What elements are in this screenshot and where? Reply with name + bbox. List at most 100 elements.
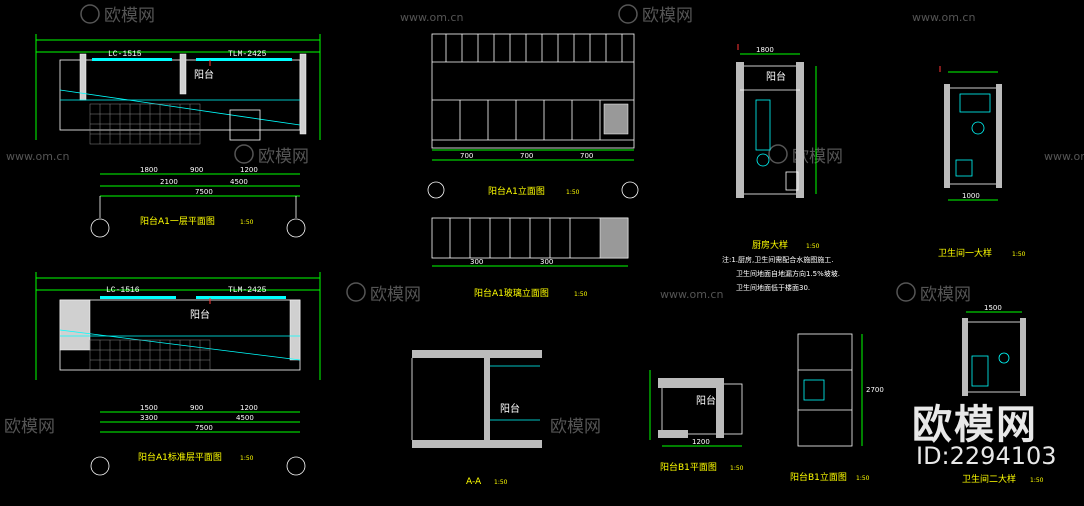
- watermark-url: www.om.cn: [1044, 150, 1084, 163]
- watermark-url: www.om.cn: [660, 288, 723, 301]
- title-bath1: 卫生间一大样: [938, 247, 992, 259]
- dim-4500: 4500: [236, 414, 254, 422]
- drawing-bathroom2-detail: 1500 卫生间二大样 1:50: [962, 304, 1044, 485]
- dim-300: 300: [470, 258, 483, 266]
- drawing-section-aa: 阳台 A-A 1:50: [411, 350, 542, 487]
- drawing-bathroom1-detail: 1000 卫生间一大样 1:50: [938, 71, 1026, 259]
- kitchen-note-2: 卫生间地面自地漏方向1.5%坡坡.: [736, 269, 840, 278]
- section-marks: [209, 44, 941, 304]
- title-a1-glass: 阳台A1玻璃立面图: [474, 287, 549, 299]
- watermark-brand: 欧模网: [792, 147, 843, 167]
- drawing-a1-standard-plan: LC-1516 TLM-2425 阳台 1500 900 1200 3300 4…: [35, 272, 321, 476]
- dim-1000: 1000: [962, 192, 980, 200]
- dim-1800: 1800: [756, 46, 774, 54]
- dim-2100: 2100: [160, 178, 178, 186]
- title-a1-standard: 阳台A1标准层平面图: [138, 451, 222, 463]
- dim-1200: 1200: [240, 404, 258, 412]
- tag-tlm2425: TLM-2425: [228, 50, 267, 59]
- scale-bath2: 1:50: [1030, 477, 1044, 484]
- title-section-aa: A-A: [466, 477, 482, 487]
- dim-1500: 1500: [984, 304, 1002, 312]
- dim-7500: 7500: [195, 188, 213, 196]
- watermark-url: www.om.cn: [6, 150, 69, 163]
- watermark-brand: 欧模网: [4, 417, 55, 437]
- room-label-balcony: 阳台: [500, 402, 520, 415]
- watermark-brand: 欧模网: [258, 147, 309, 167]
- watermark-brand: 欧模网: [370, 285, 421, 305]
- room-label-balcony: 阳台: [190, 308, 210, 321]
- title-a1-floor1: 阳台A1一层平面图: [140, 215, 215, 227]
- watermark-id: ID:2294103: [916, 442, 1057, 470]
- watermark-brand: 欧模网: [104, 6, 155, 26]
- dim-1200: 1200: [240, 166, 258, 174]
- scale-a1-elev: 1:50: [566, 189, 580, 196]
- watermark-brand-large: 欧模网: [912, 402, 1038, 448]
- bathtub-icon: [971, 355, 989, 387]
- watermark-logo-icon: [618, 4, 638, 24]
- axis-bubble-icon: [90, 218, 110, 238]
- watermark-brand: 欧模网: [642, 6, 693, 26]
- dim-2700: 2700: [866, 386, 884, 394]
- watermark-brand: 欧模网: [920, 285, 971, 305]
- dim-7500: 7500: [195, 424, 213, 432]
- axis-bubble-icon: [90, 456, 110, 476]
- scale-a1-floor1: 1:50: [240, 219, 254, 226]
- scale-b1-plan: 1:50: [730, 465, 744, 472]
- toilet-icon: [971, 121, 985, 135]
- room-label-balcony: 阳台: [696, 394, 716, 407]
- scale-kitchen: 1:50: [806, 243, 820, 250]
- tag-lc1515: LC-1515: [108, 50, 142, 59]
- kitchen-note-3: 卫生间地面低于楼面30.: [736, 283, 810, 292]
- scale-b1-elev: 1:50: [856, 475, 870, 482]
- title-a1-elev: 阳台A1立面图: [488, 185, 545, 197]
- dim-900: 900: [190, 404, 203, 412]
- drawing-kitchen-detail: 阳台 1800 厨房大样 1:50 注:1.厨房,卫生间需配合水施图施工. 卫生…: [722, 46, 840, 292]
- watermark-logo-icon: [346, 282, 366, 302]
- axis-bubble-icon: [286, 456, 306, 476]
- dim-4500: 4500: [230, 178, 248, 186]
- axis-bubble-icon: [621, 181, 639, 199]
- dim-700: 700: [460, 152, 473, 160]
- dim-1200: 1200: [692, 438, 710, 446]
- watermark-logo-icon: [234, 144, 254, 164]
- kitchen-note-1: 注:1.厨房,卫生间需配合水施图施工.: [722, 255, 834, 264]
- axis-bubble-icon: [427, 181, 445, 199]
- watermark-logo-icon: [896, 282, 916, 302]
- dim-3300: 3300: [140, 414, 158, 422]
- title-kitchen: 厨房大样: [752, 239, 788, 251]
- tag-tlm2425: TLM-2425: [228, 286, 267, 295]
- drawing-a1-elevation: 700 700 700 阳台A1立面图 1:50: [427, 33, 639, 199]
- toilet-icon: [998, 352, 1010, 364]
- axis-bubble-icon: [286, 218, 306, 238]
- scale-a1-standard: 1:50: [240, 455, 254, 462]
- scale-bath1: 1:50: [1012, 251, 1026, 258]
- sink-icon: [756, 153, 770, 167]
- scale-section-aa: 1:50: [494, 479, 508, 486]
- tag-lc1516: LC-1516: [106, 286, 140, 295]
- drawing-a1-glass-elevation: 300 300 阳台A1玻璃立面图 1:50: [431, 217, 629, 299]
- drawing-b1-elevation: 2700 阳台B1立面图 1:50: [790, 333, 884, 483]
- dim-300: 300: [540, 258, 553, 266]
- drawing-a1-floor1-plan: LC-1515 TLM-2425 阳台 1800 900 1200 2100 4…: [35, 34, 321, 238]
- dim-700: 700: [520, 152, 533, 160]
- bathtub-icon: [959, 93, 991, 113]
- watermark-logo-icon: [80, 4, 100, 24]
- scale-a1-glass: 1:50: [574, 291, 588, 298]
- dim-1500: 1500: [140, 404, 158, 412]
- dim-1800: 1800: [140, 166, 158, 174]
- watermark-url: www.om.cn: [912, 11, 975, 24]
- room-label-balcony: 阳台: [194, 68, 214, 81]
- title-b1-elev: 阳台B1立面图: [790, 471, 847, 483]
- title-bath2: 卫生间二大样: [962, 473, 1016, 485]
- title-b1-plan: 阳台B1平面图: [660, 461, 717, 473]
- dim-700: 700: [580, 152, 593, 160]
- dim-900: 900: [190, 166, 203, 174]
- watermark-url: www.om.cn: [400, 11, 463, 24]
- watermark-logo-icon: [768, 144, 788, 164]
- watermark-layer: 欧模网 www.om.cn 欧模网 www.om.cn www.om.cn 欧模…: [4, 4, 1084, 437]
- drawing-b1-plan: 阳台 1200 阳台B1平面图 1:50: [649, 370, 744, 473]
- watermark-brand: 欧模网: [550, 417, 601, 437]
- room-label-balcony: 阳台: [766, 70, 786, 83]
